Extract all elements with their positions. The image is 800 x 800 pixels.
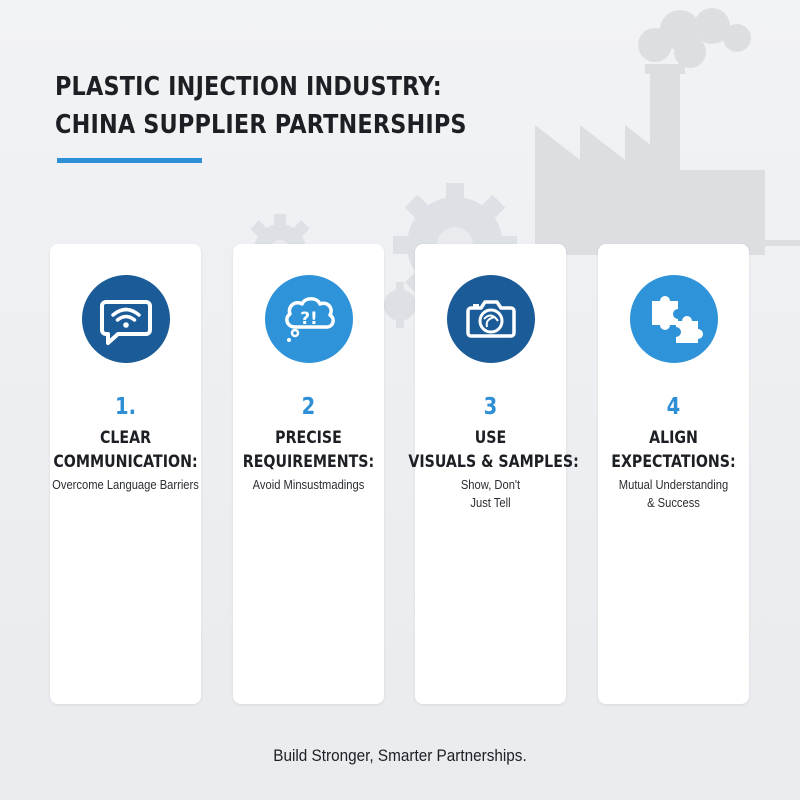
step-number: 4 xyxy=(666,394,681,420)
step-card-2: ?! 2 PRECISE REQUIREMENTS: Avoid Minsust… xyxy=(233,244,384,704)
step-title-line-2: EXPECTATIONS: xyxy=(611,452,736,471)
step-subtitle-line-1: Avoid Minsustmadings xyxy=(252,477,365,492)
step-card-4: 4 ALIGN EXPECTATIONS: Mutual Understandi… xyxy=(598,244,749,704)
step-subtitle-line-1: Show, Don't xyxy=(460,477,521,492)
step-title-line-2: REQUIREMENTS: xyxy=(242,452,375,471)
question-thought-bubble-icon: ?! xyxy=(264,275,353,363)
step-subtitle: Overcome Language Barriers xyxy=(48,476,204,494)
page-title: PLASTIC INJECTION INDUSTRY: CHINA SUPPLI… xyxy=(55,68,575,144)
step-title: USE VISUALS & SAMPLES: xyxy=(408,426,579,474)
step-title: CLEAR COMMUNICATION: xyxy=(43,426,207,474)
step-card-3: 3 USE VISUALS & SAMPLES: Show, Don't Jus… xyxy=(408,244,579,704)
step-title-line-1: USE xyxy=(474,428,507,447)
step-subtitle: Show, Don't Just Tell xyxy=(413,476,569,512)
footer-tagline: Build Stronger, Smarter Partnerships. xyxy=(273,746,527,765)
camera-icon xyxy=(446,275,535,363)
title-underline xyxy=(57,158,202,163)
puzzle-pieces-icon xyxy=(629,275,718,363)
step-subtitle-line-1: Overcome Language Barriers xyxy=(52,477,199,492)
steps-cards: 1. CLEAR COMMUNICATION: Overcome Languag… xyxy=(50,244,750,706)
title-line-2: CHINA SUPPLIER PARTNERSHIPS xyxy=(55,110,467,140)
step-title-line-1: ALIGN xyxy=(649,428,698,447)
step-number: 2 xyxy=(301,394,316,420)
step-subtitle-line-2: & Success xyxy=(647,495,700,510)
step-number: 3 xyxy=(483,394,498,420)
step-title: ALIGN EXPECTATIONS: xyxy=(591,426,755,474)
step-card-1: 1. CLEAR COMMUNICATION: Overcome Languag… xyxy=(50,244,201,704)
step-subtitle-line-1: Mutual Understanding xyxy=(618,477,729,492)
step-subtitle: Avoid Minsustmadings xyxy=(231,476,387,494)
wifi-speech-bubble-icon xyxy=(81,275,170,363)
step-title-line-2: VISUALS & SAMPLES: xyxy=(408,452,579,471)
step-title-line-1: PRECISE xyxy=(275,428,342,447)
step-subtitle: Mutual Understanding & Success xyxy=(596,476,752,512)
title-line-1: PLASTIC INJECTION INDUSTRY: xyxy=(55,72,442,102)
step-title: PRECISE REQUIREMENTS: xyxy=(226,426,390,474)
step-subtitle-line-2: Just Tell xyxy=(470,495,511,510)
step-number: 1. xyxy=(114,394,137,420)
step-title-line-1: CLEAR xyxy=(99,428,152,447)
step-title-line-2: COMMUNICATION: xyxy=(53,452,198,471)
svg-text:?!: ?! xyxy=(300,309,318,329)
